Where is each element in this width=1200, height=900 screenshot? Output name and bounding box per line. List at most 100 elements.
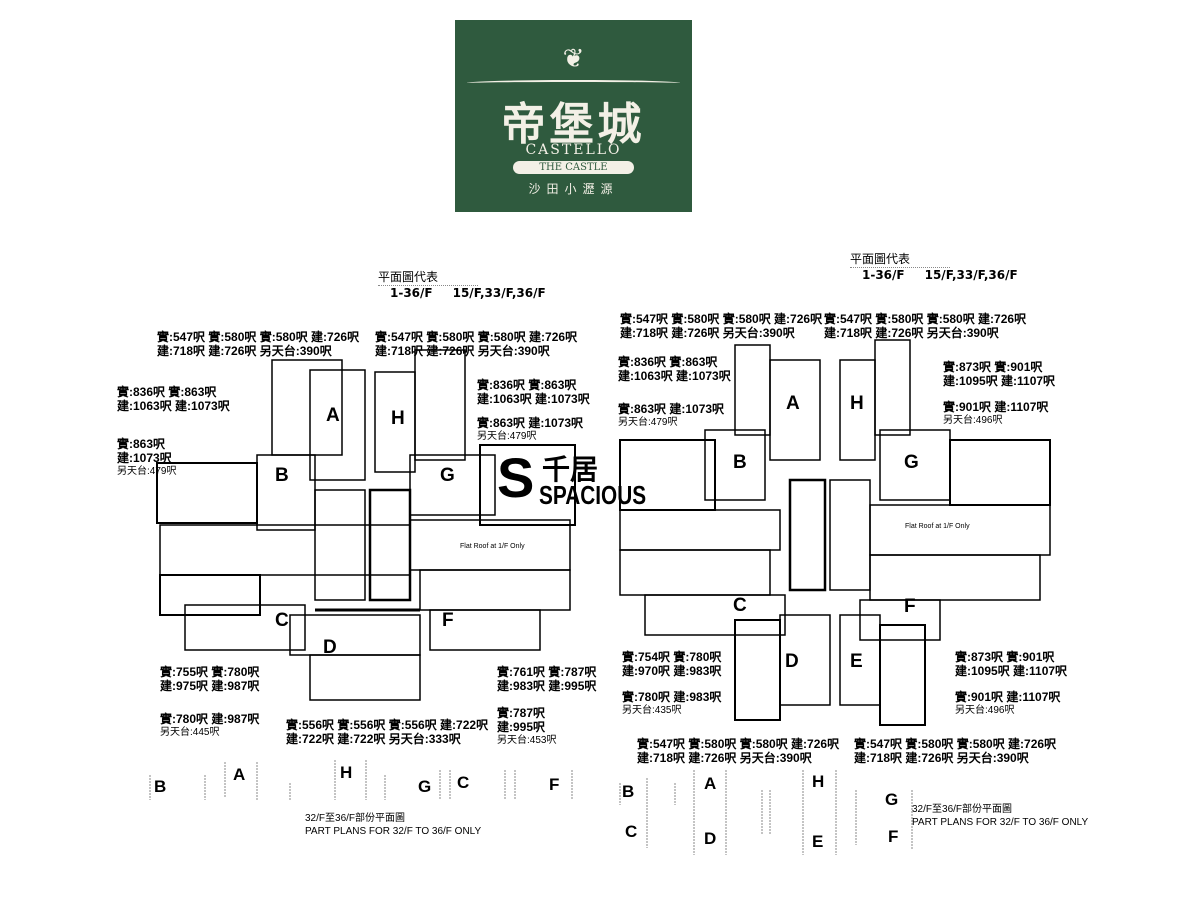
watermark-english: SPACIOUS <box>539 480 647 510</box>
area-note-line: 建:718呎 建:726呎 另天台:390呎 <box>854 751 1029 765</box>
floor-range-all: 1-36/F <box>390 286 433 300</box>
area-note: 實:863呎 建:1073呎另天台:479呎 <box>618 402 724 430</box>
unit-label: A <box>326 405 340 426</box>
area-note: 實:754呎 實:780呎建:970呎 建:983呎 <box>622 650 721 678</box>
unit-label: E <box>850 651 863 672</box>
part-plan-caption: 32/F至36/F部份平面圖 PART PLANS FOR 32/F TO 36/… <box>305 812 481 838</box>
area-note: 實:863呎 建:1073呎另天台:479呎 <box>477 416 583 444</box>
area-note: 實:873呎 實:901呎建:1095呎 建:1107呎 <box>955 650 1067 678</box>
ornament-line <box>467 80 680 86</box>
unit-label: B <box>733 452 747 473</box>
part-plan-label: H <box>340 763 353 782</box>
area-note-line: 另天台:453呎 <box>497 735 557 746</box>
logo-subtitle: THE CASTLE <box>513 161 634 174</box>
logo-english-name: CASTELLO <box>525 142 622 158</box>
area-note-line: 實:836呎 實:863呎 <box>117 385 217 399</box>
logo-location: 沙田小瀝源 <box>528 182 619 196</box>
part-plan-label: E <box>812 832 824 851</box>
unit-label: H <box>391 408 405 429</box>
floor-range-all: 1-36/F <box>862 268 905 282</box>
part-plan-caption-line: 32/F至36/F部份平面圖 <box>305 813 406 824</box>
part-plan-outlines <box>149 760 913 855</box>
part-plan-label: F <box>549 775 560 794</box>
area-note: 實:547呎 實:580呎 實:580呎 建:726呎建:718呎 建:726呎… <box>620 312 822 340</box>
area-note-line: 實:836呎 實:863呎 <box>618 355 718 369</box>
floor-range-special: 15/F,33/F,36/F <box>452 286 546 300</box>
area-note-line: 實:901呎 建:1107呎 <box>943 400 1049 414</box>
unit-label: F <box>904 596 916 617</box>
area-note: 實:761呎 實:787呎建:983呎 建:995呎 <box>497 665 596 693</box>
area-note-line: 實:547呎 實:580呎 實:580呎 建:726呎 <box>620 312 823 326</box>
area-note-line: 建:995呎 <box>497 720 546 734</box>
flat-roof-label: Flat Roof at 1/F Only <box>460 543 525 550</box>
plan-header-title: 平面圖代表 <box>850 252 951 268</box>
area-note-line: 建:718呎 建:726呎 另天台:390呎 <box>375 344 550 358</box>
area-note-line: 建:718呎 建:726呎 另天台:390呎 <box>824 326 999 340</box>
part-plan-caption-line: 32/F至36/F部份平面圖 <box>912 804 1013 815</box>
area-note-line: 建:1063呎 建:1073呎 <box>618 369 731 383</box>
unit-label: A <box>786 393 800 414</box>
area-note-line: 建:1095呎 建:1107呎 <box>955 664 1068 678</box>
area-note-line: 建:983呎 建:995呎 <box>497 679 597 693</box>
part-plan-caption-line: PART PLANS FOR 32/F TO 36/F ONLY <box>305 826 482 837</box>
area-note-line: 建:1063呎 建:1073呎 <box>477 392 590 406</box>
plan-header-title: 平面圖代表 <box>378 270 479 286</box>
area-note: 實:556呎 實:556呎 實:556呎 建:722呎建:722呎 建:722呎… <box>286 718 488 746</box>
area-note-line: 建:718呎 建:726呎 另天台:390呎 <box>157 344 332 358</box>
part-plan-label: G <box>418 777 432 796</box>
part-plan-label: A <box>704 774 717 793</box>
area-note-line: 實:780呎 建:987呎 <box>160 712 260 726</box>
area-note-line: 建:970呎 建:983呎 <box>622 664 722 678</box>
area-note-line: 實:755呎 實:780呎 <box>160 665 260 679</box>
area-note-line: 建:718呎 建:726呎 另天台:390呎 <box>637 751 812 765</box>
area-note-line: 實:556呎 實:556呎 實:556呎 建:722呎 <box>286 718 489 732</box>
part-plan-label: B <box>622 782 635 801</box>
area-note: 實:863呎建:1073呎另天台:479呎 <box>117 437 176 479</box>
area-note: 實:547呎 實:580呎 實:580呎 建:726呎建:718呎 建:726呎… <box>157 330 359 358</box>
castello-logo: ❦ 帝堡城 CASTELLO THE CASTLE 沙田小瀝源 <box>455 20 692 212</box>
area-note-line: 另天台:496呎 <box>955 705 1015 716</box>
unit-label: H <box>850 393 864 414</box>
unit-label: C <box>275 610 289 631</box>
area-note: 實:780呎 建:983呎另天台:435呎 <box>622 690 721 718</box>
unit-label: B <box>275 465 289 486</box>
area-note-line: 實:787呎 <box>497 706 546 720</box>
area-note-line: 實:547呎 實:580呎 實:580呎 建:726呎 <box>375 330 578 344</box>
area-note: 實:755呎 實:780呎建:975呎 建:987呎 <box>160 665 259 693</box>
part-plan-label: H <box>812 772 825 791</box>
area-note-line: 實:863呎 <box>117 437 166 451</box>
floor-range-special: 15/F,33/F,36/F <box>924 268 1018 282</box>
unit-label: D <box>785 651 799 672</box>
part-plan-label: C <box>457 773 470 792</box>
unit-label: F <box>442 610 454 631</box>
fleur-ornament-icon: ❦ <box>562 44 585 74</box>
area-note: 實:873呎 實:901呎建:1095呎 建:1107呎 <box>943 360 1055 388</box>
area-note: 實:547呎 實:580呎 實:580呎 建:726呎建:718呎 建:726呎… <box>854 737 1056 765</box>
part-plan-label: A <box>233 765 246 784</box>
area-note-line: 實:547呎 實:580呎 實:580呎 建:726呎 <box>854 737 1057 751</box>
area-note-line: 實:863呎 建:1073呎 <box>477 416 584 430</box>
flat-roof-label: Flat Roof at 1/F Only <box>905 523 970 530</box>
unit-label: G <box>904 452 919 473</box>
area-note-line: 另天台:496呎 <box>943 415 1003 426</box>
area-note-line: 另天台:435呎 <box>622 705 682 716</box>
part-plan-label: D <box>704 829 717 848</box>
area-note-line: 實:754呎 實:780呎 <box>622 650 722 664</box>
spacious-s-mark: S <box>497 446 535 509</box>
left-floor-plan <box>156 349 576 701</box>
unit-label: D <box>323 637 337 658</box>
right-floor-plan <box>619 339 1051 726</box>
part-plan-label: G <box>885 790 899 809</box>
unit-label: C <box>733 595 747 616</box>
watermark-chinese: 千居 <box>542 453 599 486</box>
area-note-line: 實:873呎 實:901呎 <box>943 360 1043 374</box>
area-note-line: 實:836呎 實:863呎 <box>477 378 577 392</box>
area-note-line: 建:975呎 建:987呎 <box>160 679 260 693</box>
area-note-line: 實:780呎 建:983呎 <box>622 690 722 704</box>
area-note-line: 實:547呎 實:580呎 實:580呎 建:726呎 <box>157 330 360 344</box>
area-note: 實:780呎 建:987呎另天台:445呎 <box>160 712 259 740</box>
floor-range: 1-36/F 15/F,33/F,36/F <box>850 268 1018 283</box>
